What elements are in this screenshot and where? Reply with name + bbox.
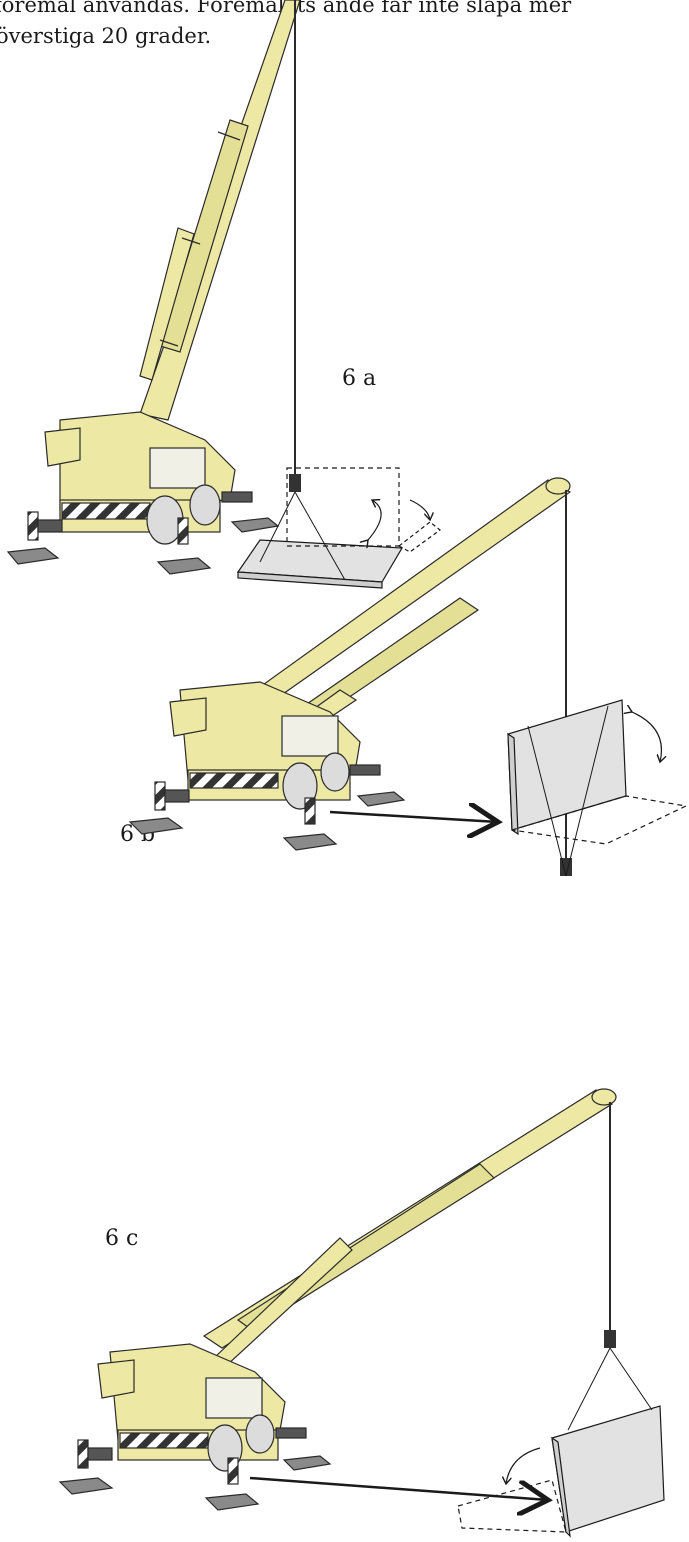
figure-label-6c: 6 c [105,1226,139,1251]
figure-label-6a: 6 a [342,366,377,391]
figure-6b [128,477,688,877]
figure-6a [6,0,441,589]
load-panel-6c [457,1347,665,1538]
load-panel-6b [507,699,688,877]
direction-arrow-6b [329,812,498,822]
crane-boom-6a [139,0,301,421]
wheels-6a [146,484,221,545]
crane-body-6c [97,1343,286,1461]
outriggers-6a [6,491,280,575]
outriggers-6c [58,1427,332,1511]
crane-boom-6c [202,1088,617,1367]
load-plate-6a [236,467,441,589]
intro-line-2: överstiga 20 grader. [0,24,212,48]
outriggers-6b [128,764,406,851]
figure-6c [58,1088,665,1538]
hook-block-6a [289,474,301,492]
hook-block-6c [604,1330,616,1348]
wheels-6b [282,752,350,810]
direction-arrow-6c [249,1476,548,1500]
crane-body-6b [169,681,361,801]
